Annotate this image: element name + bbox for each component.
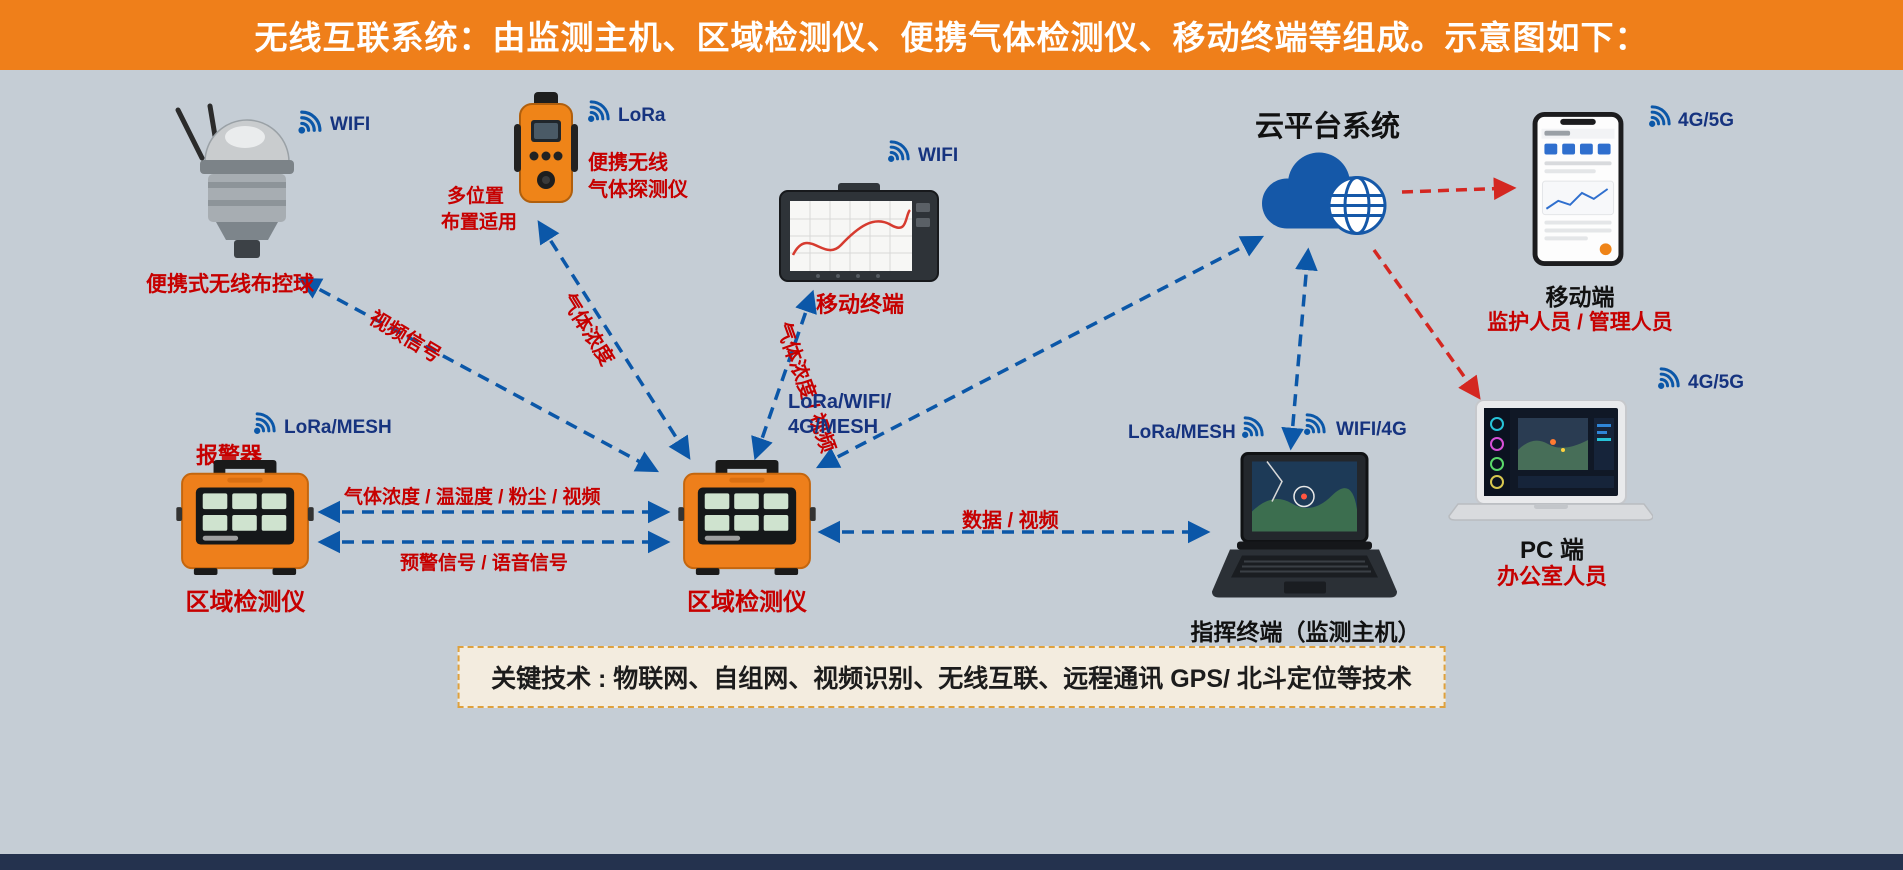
gas-detector-note-line2: 布置适用 [441,212,518,233]
pc-label: PC 端 [1519,537,1584,564]
alarm-signal-label: LoRa/MESH [284,417,392,438]
link-cloud-to-phone [1401,177,1517,201]
lora-mesh-signal-icon-alarm [248,410,278,440]
link-terminal-to-detector [751,289,817,461]
command-terminal-illustration [1212,450,1397,608]
cloud-illustration [1245,140,1405,248]
command-terminal-label: 指挥终端（监测主机） [1190,619,1421,645]
ball-camera-illustration [150,103,325,265]
command-terminal-signal-left-label: LoRa/MESH [1128,422,1236,443]
footer-strip [0,854,1903,870]
gas-detector-illustration [510,90,582,208]
area-detector-label: 区域检测仪 [687,589,807,616]
4g5g-signal-icon-pc [1652,365,1682,395]
ball-camera-signal-label: WIFI [330,114,371,135]
pc-users-label: 办公室人员 [1497,564,1608,589]
mobile-terminal-label: 移动终端 [815,292,904,317]
area-detector-illustration [678,460,816,576]
wifi-signal-icon-tablet [882,138,912,168]
link-label-warning-voice: 预警信号 / 语音信号 [400,553,568,574]
gas-detector-note-line1: 多位置 [447,186,505,207]
phone-illustration [1526,110,1630,268]
link-label-sensor-data: 气体浓度 / 温湿度 / 粉尘 / 视频 [344,487,601,508]
key-tech-box: 关键技术 : 物联网、自组网、视频识别、无线互联、远程通讯 GPS/ 北斗定位等… [457,646,1446,708]
pc-signal-label: 4G/5G [1688,372,1744,393]
gas-detector-name-line1: 便携无线 [588,152,668,174]
page-title: 无线互联系统：由监测主机、区域检测仪、便携气体检测仪、移动终端等组成。示意图如下… [254,19,1649,56]
link-label-lora-wifi-line1: LoRa/WIFI/ [788,391,892,413]
link-camera-to-detector [297,277,660,473]
link-cloud-to-pc [1372,248,1481,400]
lora-mesh-signal-icon-command [1236,414,1266,444]
link-label-data-video: 数据 / 视频 [962,510,1059,532]
link-label-lora-wifi-mesh: LoRa/WIFI/ 4G/MESH [788,390,891,440]
link-label-lora-wifi-line2: 4G/MESH [788,416,879,438]
link-command-to-cloud [1281,247,1318,451]
command-terminal-signal-right-label: WIFI/4G [1336,419,1407,440]
wifi-4g-signal-icon-command [1298,411,1328,441]
link-detector-to-cloud [815,235,1265,469]
4g5g-signal-icon-phone [1643,103,1673,133]
lora-signal-icon-gas [582,98,612,128]
link-gas-to-detector [537,220,691,460]
key-tech-text: 关键技术 : 物联网、自组网、视频识别、无线互联、远程通讯 GPS/ 北斗定位等… [491,665,1412,693]
ball-camera-label: 便携式无线布控球 [146,273,314,296]
phone-signal-label: 4G/5G [1678,110,1734,131]
gas-detector-name-line2: 气体探测仪 [588,179,688,201]
mobile-app-label: 移动端 [1545,284,1615,310]
mobile-app-users-label: 监护人员 / 管理人员 [1487,311,1673,334]
wifi-signal-icon-camera [292,108,324,140]
pc-illustration [1448,400,1653,530]
mobile-terminal-signal-label: WIFI [918,145,959,166]
alarm-device-name-label: 区域检测仪 [185,589,306,616]
cloud-platform-title: 云平台系统 [1254,111,1400,143]
mobile-terminal-illustration [778,183,940,285]
gas-detector-signal-label: LoRa [618,105,666,126]
alarm-device-illustration [176,460,314,576]
header-banner: 无线互联系统：由监测主机、区域检测仪、便携气体检测仪、移动终端等组成。示意图如下… [0,0,1903,70]
